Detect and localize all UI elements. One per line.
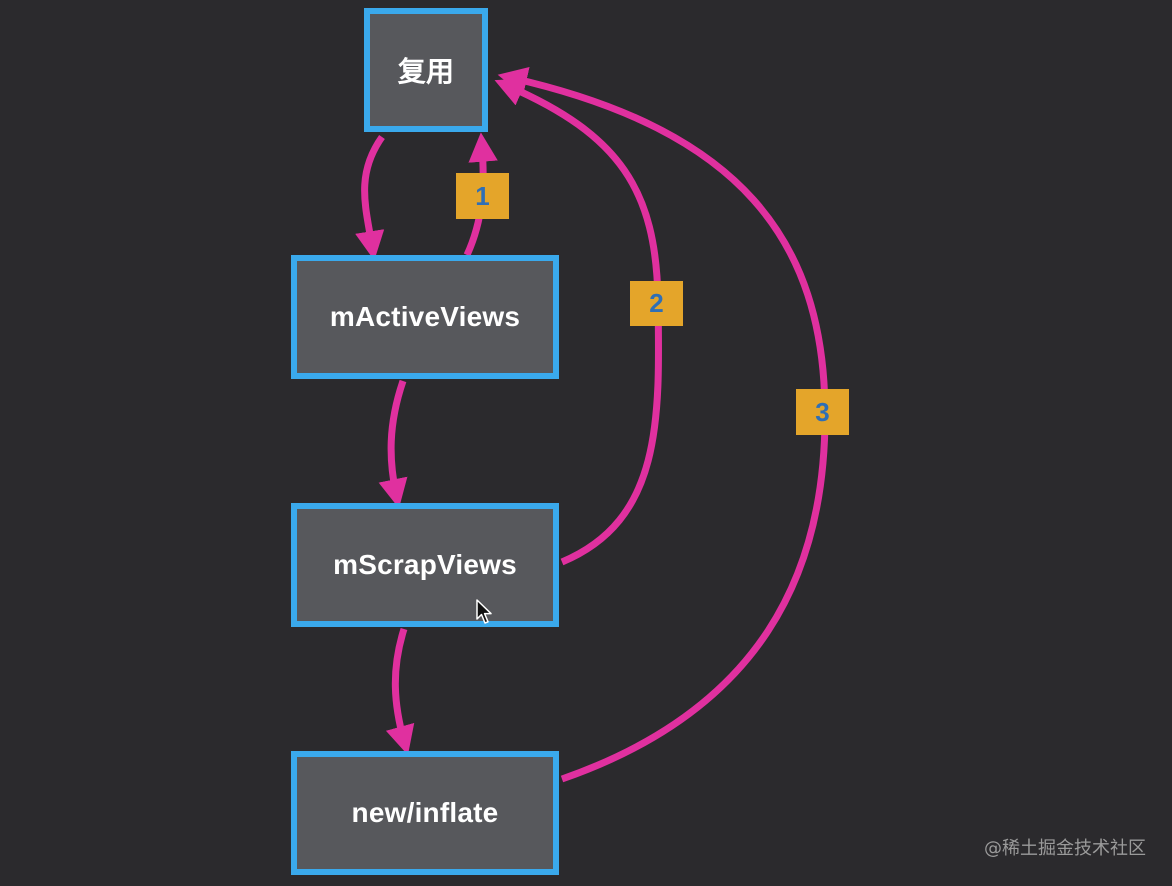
arrow-scrap-to-inflate [385,627,415,756]
node-reuse: 复用 [364,8,488,132]
node-mactiveviews: mActiveViews [291,255,559,379]
node-reuse-label: 复用 [397,56,455,87]
badge-path-1-label: 1 [475,180,490,211]
node-mactiveviews-label: mActiveViews [329,301,521,332]
badge-path-3-label: 3 [815,396,830,427]
node-new-inflate: new/inflate [291,751,559,875]
arrow-active-to-scrap [378,379,408,509]
node-mscrapviews: mScrapViews [291,503,559,627]
badge-path-3: 3 [796,389,849,435]
mouse-pointer-icon [476,599,492,624]
badge-path-2-label: 2 [649,288,664,318]
badge-path-2: 2 [630,281,683,326]
node-mscrapviews-label: mScrapViews [333,549,517,580]
node-new-inflate-label: new/inflate [351,797,499,828]
arrow-reuse-to-active [355,134,385,261]
badge-path-1: 1 [456,173,509,219]
arrow-inflate-to-reuse [497,66,829,783]
watermark: @稀土掘金技术社区 [984,838,1146,859]
